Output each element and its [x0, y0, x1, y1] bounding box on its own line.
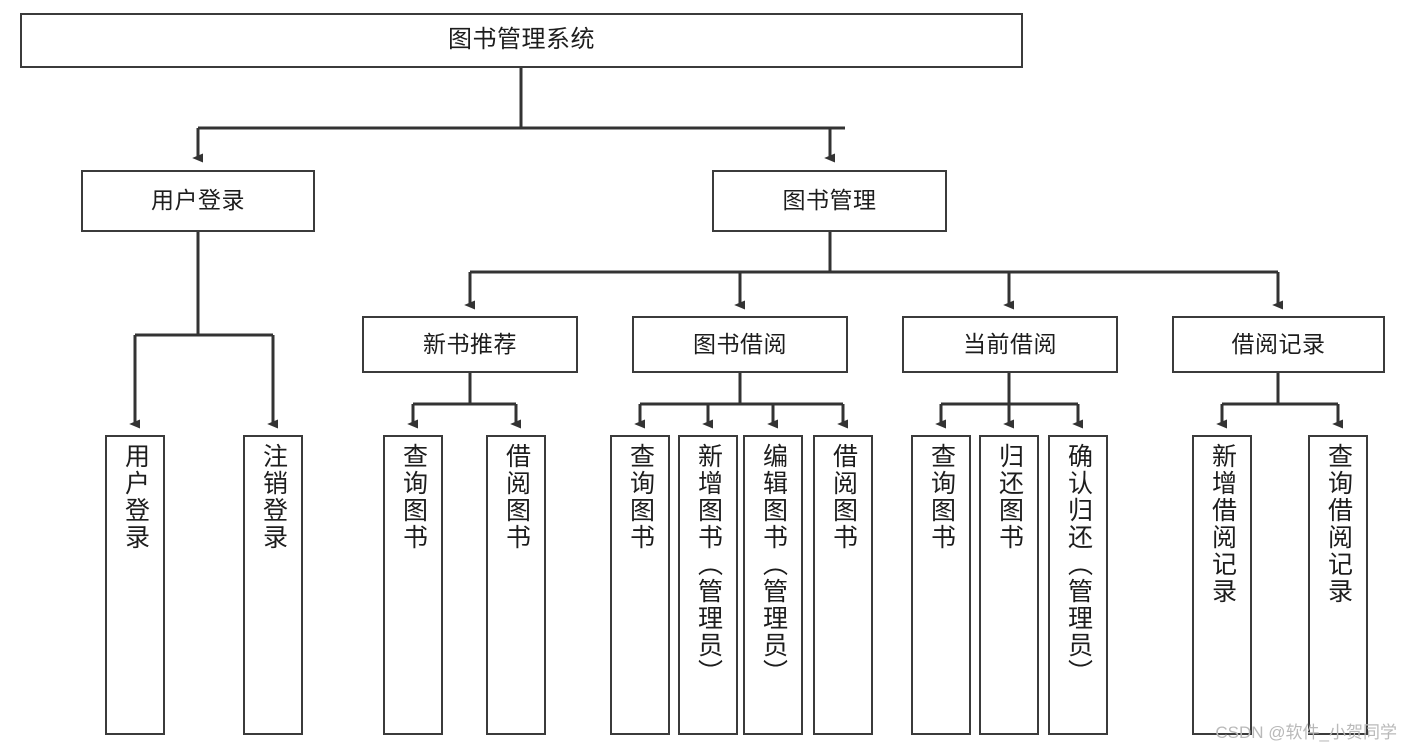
leaf-add-book-admin[interactable]: 新增图书（管理员） [678, 435, 738, 735]
leaf-confirm-return-admin[interactable]: 确认归还（管理员） [1048, 435, 1108, 735]
leaf-borrow-book-1[interactable]: 借阅图书 [486, 435, 546, 735]
node-borrow-record[interactable]: 借阅记录 [1172, 316, 1385, 373]
node-user-login[interactable]: 用户登录 [81, 170, 315, 232]
node-book-management[interactable]: 图书管理 [712, 170, 947, 232]
node-label: 编辑图书（管理员） [759, 443, 788, 686]
node-current-borrow[interactable]: 当前借阅 [902, 316, 1118, 373]
node-new-book-recommend[interactable]: 新书推荐 [362, 316, 578, 373]
node-label: 查询借阅记录 [1324, 443, 1353, 605]
node-label: 借阅记录 [1231, 330, 1326, 357]
leaf-user-login[interactable]: 用户登录 [105, 435, 165, 735]
node-label: 查询图书 [399, 443, 428, 551]
csdn-watermark: CSDN @软件_小贺同学 [1215, 723, 1397, 742]
node-label: 查询图书 [927, 443, 956, 551]
node-label: 用户登录 [121, 443, 150, 551]
node-root-system[interactable]: 图书管理系统 [20, 13, 1023, 68]
leaf-user-logout[interactable]: 注销登录 [243, 435, 303, 735]
node-label: 图书管理系统 [448, 26, 595, 54]
node-label: 图书借阅 [693, 330, 787, 357]
leaf-query-borrow-record[interactable]: 查询借阅记录 [1308, 435, 1368, 735]
node-label: 归还图书 [995, 443, 1024, 551]
node-label: 当前借阅 [963, 330, 1057, 357]
node-label: 图书管理 [782, 187, 877, 214]
node-label: 查询图书 [626, 443, 655, 551]
node-label: 借阅图书 [502, 443, 531, 551]
leaf-query-book-3[interactable]: 查询图书 [911, 435, 971, 735]
node-label: 新书推荐 [423, 330, 517, 357]
leaf-add-borrow-record[interactable]: 新增借阅记录 [1192, 435, 1252, 735]
node-label: 用户登录 [151, 187, 245, 214]
node-label: 借阅图书 [829, 443, 858, 551]
node-label: 新增图书（管理员） [694, 443, 723, 686]
leaf-borrow-book-2[interactable]: 借阅图书 [813, 435, 873, 735]
leaf-query-book-1[interactable]: 查询图书 [383, 435, 443, 735]
leaf-return-book[interactable]: 归还图书 [979, 435, 1039, 735]
node-label: 注销登录 [259, 443, 288, 551]
node-book-borrow[interactable]: 图书借阅 [632, 316, 848, 373]
leaf-edit-book-admin[interactable]: 编辑图书（管理员） [743, 435, 803, 735]
node-label: 确认归还（管理员） [1064, 443, 1093, 686]
leaf-query-book-2[interactable]: 查询图书 [610, 435, 670, 735]
node-label: 新增借阅记录 [1208, 443, 1237, 605]
